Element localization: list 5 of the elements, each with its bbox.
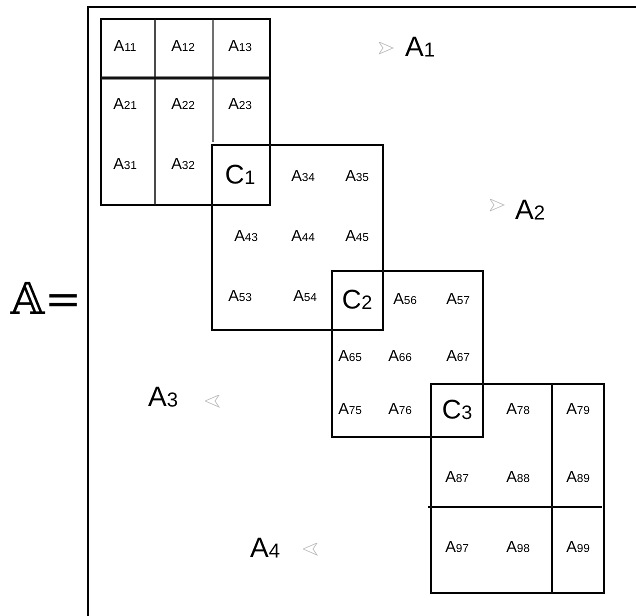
matrix-block	[211, 144, 384, 331]
matrix-block	[430, 383, 605, 594]
matrix-block	[331, 270, 484, 438]
matrix-name: 𝔸=	[10, 278, 82, 322]
matrix-block	[100, 18, 271, 206]
